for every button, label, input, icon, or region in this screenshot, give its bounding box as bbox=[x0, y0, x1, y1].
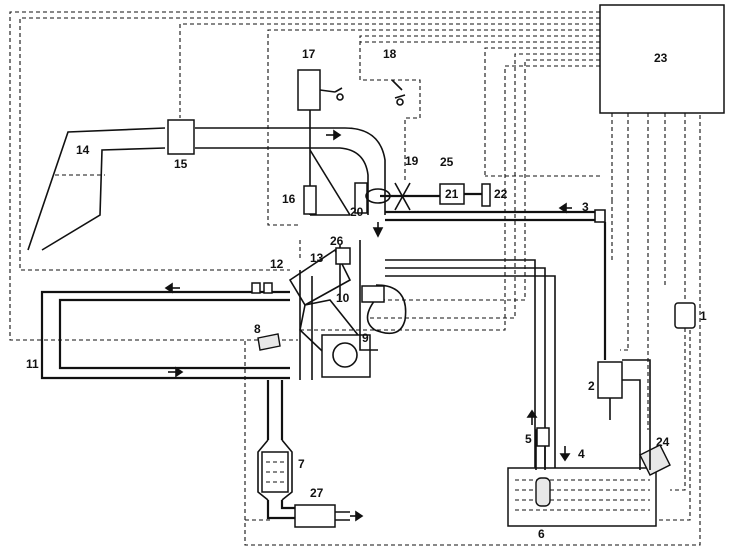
engine bbox=[288, 240, 556, 470]
label-14: 14 bbox=[76, 143, 90, 157]
air-intake bbox=[27, 127, 386, 251]
label-9: 9 bbox=[362, 331, 369, 345]
label-27: 27 bbox=[310, 486, 324, 500]
label-16: 16 bbox=[282, 192, 296, 206]
label-17: 17 bbox=[302, 47, 316, 61]
canister-17 bbox=[297, 69, 321, 111]
label-20: 20 bbox=[350, 205, 364, 219]
label-22: 22 bbox=[494, 187, 508, 201]
label-13: 13 bbox=[310, 251, 324, 265]
air-mass-meter bbox=[167, 119, 195, 155]
label-8: 8 bbox=[254, 322, 261, 336]
label-23: 23 bbox=[654, 51, 668, 65]
label-3: 3 bbox=[582, 200, 589, 214]
label-21: 21 bbox=[445, 187, 459, 201]
label-19: 19 bbox=[405, 154, 419, 168]
control-unit-box bbox=[599, 4, 725, 114]
muffler-27 bbox=[294, 504, 336, 528]
label-11: 11 bbox=[26, 357, 39, 371]
fuel-tank bbox=[507, 467, 657, 527]
label-2: 2 bbox=[588, 379, 595, 393]
label-24: 24 bbox=[656, 435, 670, 449]
sensor-1 bbox=[674, 302, 696, 329]
label-7: 7 bbox=[298, 457, 305, 471]
label-18: 18 bbox=[383, 47, 397, 61]
filter-22 bbox=[481, 183, 491, 207]
label-15: 15 bbox=[174, 157, 188, 171]
label-26: 26 bbox=[330, 234, 344, 248]
label-10: 10 bbox=[336, 291, 350, 305]
label-25: 25 bbox=[440, 155, 454, 169]
signal-wiring bbox=[9, 11, 701, 546]
label-12: 12 bbox=[270, 257, 284, 271]
valve-16 bbox=[303, 185, 317, 215]
label-4: 4 bbox=[578, 447, 585, 461]
label-5: 5 bbox=[525, 432, 532, 446]
exhaust-loop bbox=[40, 282, 290, 380]
label-1: 1 bbox=[700, 309, 707, 323]
fuel-filter-2 bbox=[597, 361, 623, 399]
label-6: 6 bbox=[538, 527, 545, 541]
